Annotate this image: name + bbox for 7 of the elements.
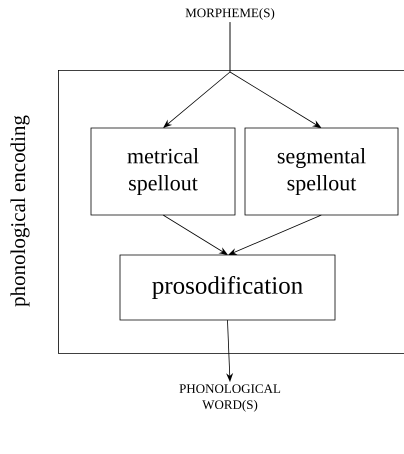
stage-label: MORPHEME(S) <box>186 8 274 20</box>
frame-heading: phonological encoding <box>10 115 30 307</box>
process-box: prosodification <box>120 254 336 320</box>
process-box: segmental spellout <box>244 128 398 216</box>
encoding-frame <box>58 70 404 354</box>
process-box: metrical spellout <box>90 128 236 216</box>
stage-label: PHONOLOGICAL WORD(S) <box>179 384 280 412</box>
